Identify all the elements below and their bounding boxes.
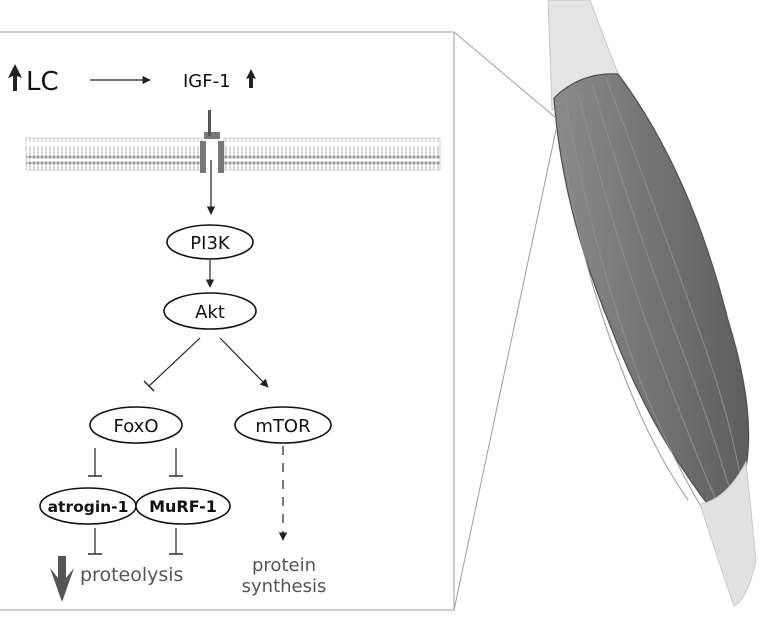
cell-membrane-left	[25, 137, 203, 171]
foxo-node	[89, 406, 183, 444]
mtor-label: mTOR	[255, 416, 310, 437]
muscle-fibers	[559, 77, 741, 506]
foxo-to-murf-inhibition	[169, 448, 183, 477]
akt-label: Akt	[195, 302, 225, 323]
akt-node	[163, 292, 257, 330]
igf-receptor	[200, 110, 224, 173]
murf-label: MuRF-1	[149, 497, 217, 516]
up-arrow-icon	[246, 69, 256, 88]
foxo-to-atrogin-inhibition	[88, 448, 102, 477]
cell-membrane-right	[223, 137, 441, 171]
muscle-tendon-bottom	[699, 460, 757, 607]
muscle-belly	[553, 73, 750, 511]
zoom-line-top	[453, 31, 557, 119]
mtor-node	[234, 406, 332, 444]
foxo-label: FoxO	[114, 416, 159, 437]
atrogin-label: atrogin-1	[48, 498, 129, 516]
proteolysis-label: proteolysis	[80, 564, 183, 586]
up-arrow-icon	[8, 64, 22, 91]
down-arrow-icon	[50, 556, 74, 602]
murf-node	[135, 487, 231, 525]
atrogin-to-proteolysis-inhibition	[88, 528, 102, 555]
akt-to-mtor-arrow	[219, 337, 269, 388]
pi3k-label: PI3K	[190, 233, 231, 254]
muscle-illustration	[547, 0, 757, 607]
protein-synthesis-line2: synthesis	[242, 576, 327, 597]
pi3k-node	[166, 224, 254, 260]
lc-label: LC	[26, 67, 59, 97]
zoom-line-bottom	[453, 129, 557, 611]
murf-to-proteolysis-inhibition	[169, 528, 183, 555]
akt-inhibits-foxo	[143, 337, 201, 392]
protein-synthesis-line1: protein	[252, 555, 316, 576]
igf-label: IGF-1	[183, 71, 231, 92]
